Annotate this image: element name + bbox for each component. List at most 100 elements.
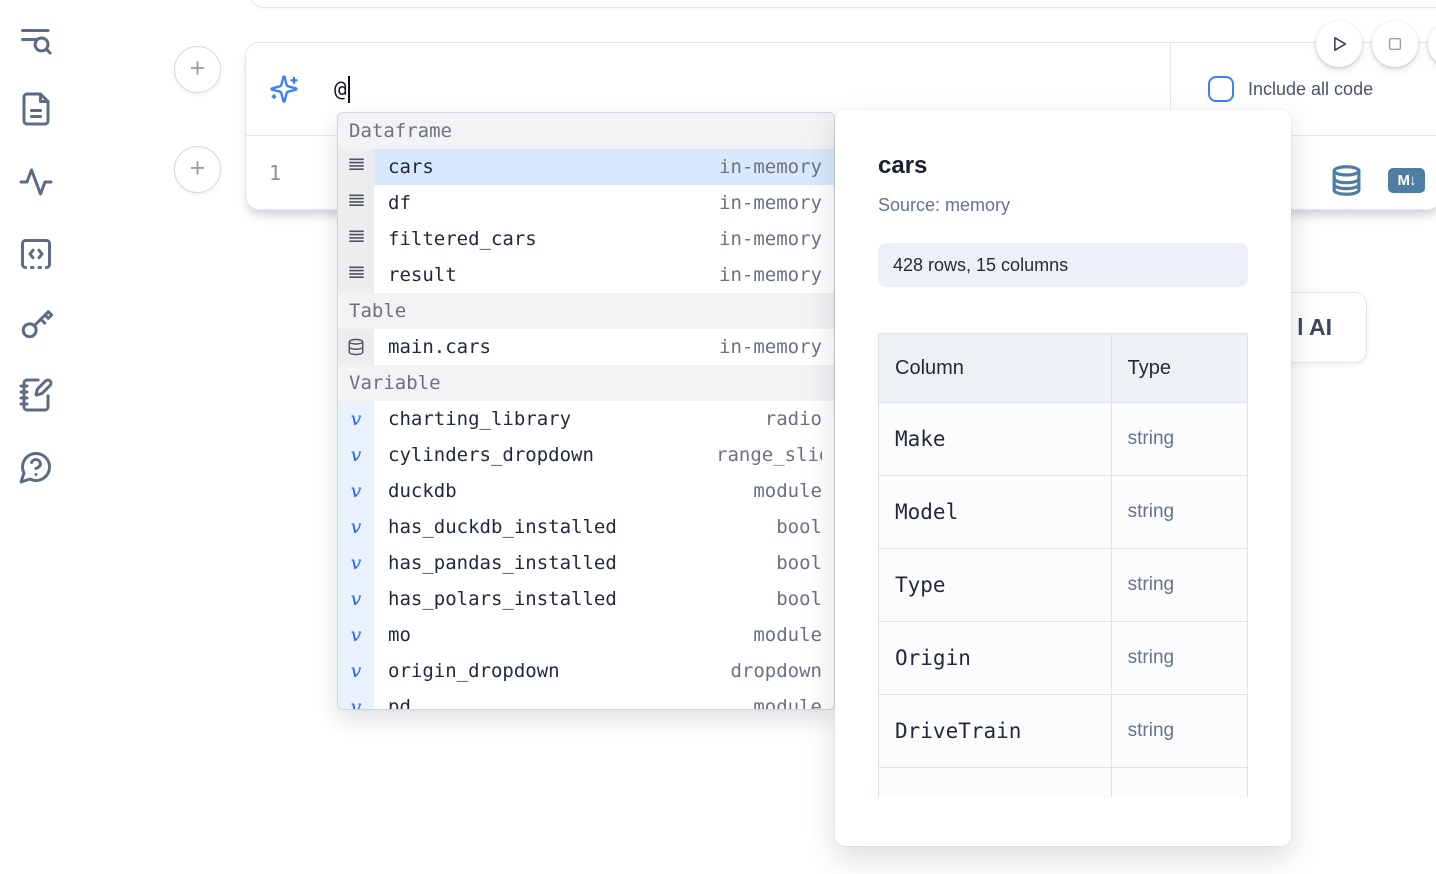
item-type: in-memory xyxy=(719,264,822,286)
dataframe-rows-icon xyxy=(348,228,365,250)
autocomplete-section-header: Table xyxy=(338,293,834,329)
database-icon[interactable] xyxy=(1330,164,1363,197)
variable-icon: v xyxy=(350,443,362,466)
sparkles-icon xyxy=(269,74,299,104)
add-cell-button-bottom[interactable]: + xyxy=(174,146,221,193)
item-name: result xyxy=(388,264,457,286)
variable-icon: v xyxy=(350,623,362,646)
item-gutter xyxy=(338,257,374,293)
item-type: module xyxy=(753,696,822,710)
file-document-icon[interactable] xyxy=(18,91,54,127)
item-main: duckdb module xyxy=(374,473,834,509)
item-name: pd xyxy=(388,696,411,710)
schema-column-type: string xyxy=(1110,694,1248,768)
item-main: origin_dropdown dropdown xyxy=(374,653,834,689)
code-cell-actions: M↓ xyxy=(1330,164,1436,197)
item-gutter: v xyxy=(338,581,374,617)
schema-row-partial xyxy=(878,767,1248,797)
autocomplete-section-header: Dataframe xyxy=(338,113,834,149)
square-stop-icon xyxy=(1388,37,1402,51)
dataframe-rows-icon xyxy=(348,192,365,214)
prompt-value: @ xyxy=(334,77,347,101)
item-gutter: v xyxy=(338,617,374,653)
add-cell-button-top[interactable]: + xyxy=(174,46,221,93)
variable-icon: v xyxy=(350,407,362,430)
item-gutter xyxy=(338,221,374,257)
activity-icon[interactable] xyxy=(18,164,54,200)
item-name: df xyxy=(388,192,411,214)
item-main: charting_library radio xyxy=(374,401,834,437)
scratchpad-icon[interactable] xyxy=(18,377,54,413)
generate-with-ai-label: l AI xyxy=(1297,314,1332,340)
item-gutter xyxy=(338,329,374,365)
key-icon[interactable] xyxy=(18,306,54,342)
item-type: module xyxy=(753,480,822,502)
schema-column-name: Origin xyxy=(878,621,1112,695)
extra-cell-button[interactable] xyxy=(1428,21,1436,67)
schema-header-column: Column xyxy=(878,333,1112,403)
variable-icon: v xyxy=(350,587,362,610)
line-number: 1 xyxy=(269,160,282,185)
help-icon[interactable] xyxy=(18,449,54,485)
item-name: origin_dropdown xyxy=(388,660,560,682)
autocomplete-item-result[interactable]: result in-memory xyxy=(338,257,834,293)
item-type: bool xyxy=(776,588,822,610)
item-name: duckdb xyxy=(388,480,457,502)
include-all-code-group: Include all code xyxy=(1170,43,1436,135)
variable-icon: v xyxy=(350,515,362,538)
autocomplete-item-duckdb[interactable]: v duckdb module xyxy=(338,473,834,509)
variable-icon: v xyxy=(350,551,362,574)
item-type: dropdown xyxy=(730,660,822,682)
schema-column-name: Model xyxy=(878,475,1112,549)
variable-icon: v xyxy=(350,479,362,502)
dataframe-rows-icon xyxy=(348,264,365,286)
ai-prompt-input[interactable]: @ xyxy=(246,43,1170,135)
item-name: filtered_cars xyxy=(388,228,537,250)
variable-icon: v xyxy=(350,695,362,710)
schema-column-name: Type xyxy=(878,548,1112,622)
text-search-icon[interactable] xyxy=(18,23,54,59)
item-main: df in-memory xyxy=(374,185,834,221)
item-name: has_duckdb_installed xyxy=(388,516,617,538)
code-snippets-icon[interactable] xyxy=(18,236,54,272)
item-name: charting_library xyxy=(388,408,572,430)
item-name: main.cars xyxy=(388,336,491,358)
item-gutter: v xyxy=(338,689,374,710)
markdown-icon[interactable]: M↓ xyxy=(1388,168,1425,193)
code-editor-row[interactable]: 1 M↓ xyxy=(246,136,1436,209)
autocomplete-section-header: Variable xyxy=(338,365,834,401)
preview-title: cars xyxy=(878,152,928,179)
item-type: in-memory xyxy=(719,192,822,214)
item-gutter: v xyxy=(338,545,374,581)
include-all-code-checkbox[interactable] xyxy=(1208,76,1234,102)
stop-button[interactable] xyxy=(1372,21,1418,67)
item-gutter xyxy=(338,149,374,185)
item-type: radio xyxy=(764,408,822,430)
run-cell-button[interactable] xyxy=(1316,21,1362,67)
autocomplete-item-df[interactable]: df in-memory xyxy=(338,185,834,221)
schema-header-type: Type xyxy=(1110,333,1248,403)
autocomplete-item-charting_library[interactable]: v charting_library radio xyxy=(338,401,834,437)
autocomplete-item-pd[interactable]: v pd module xyxy=(338,689,834,710)
text-caret xyxy=(347,75,350,103)
